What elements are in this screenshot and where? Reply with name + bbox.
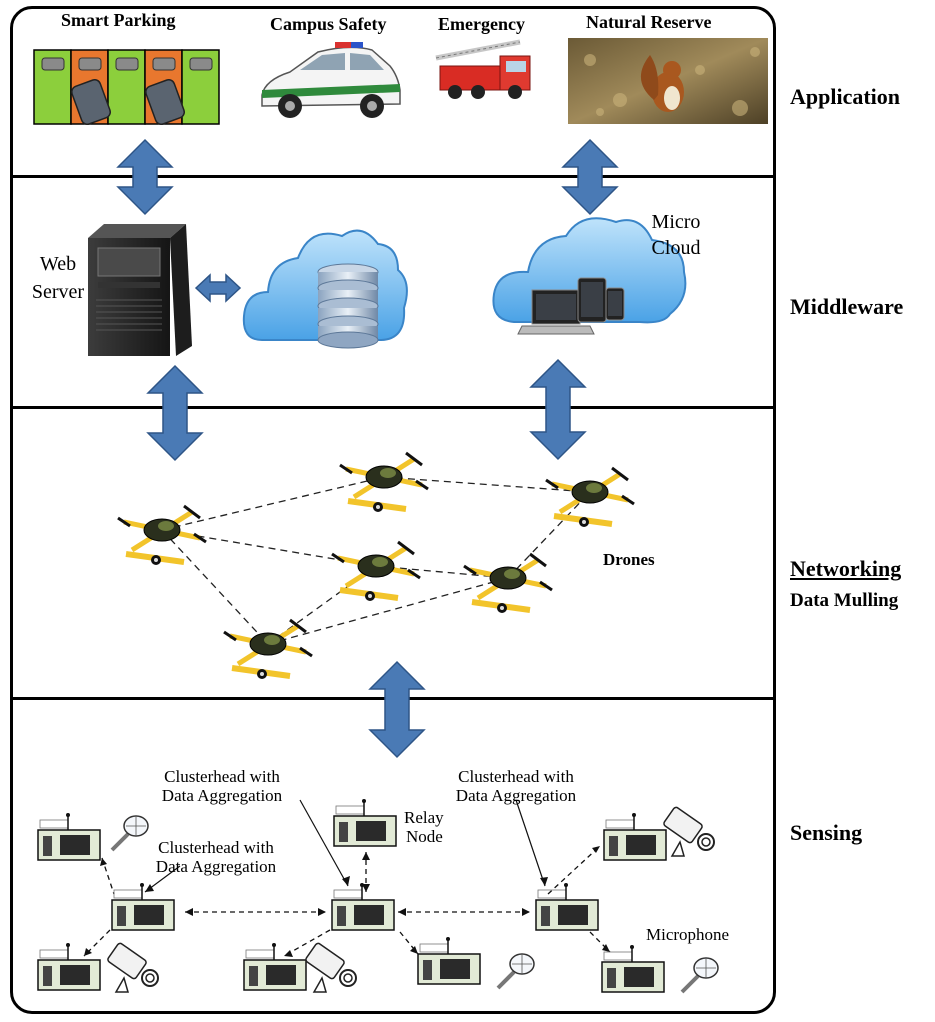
sensor-node-10 xyxy=(601,944,665,993)
app-mid-arrow-right xyxy=(561,138,619,216)
sensor-node-9 xyxy=(417,936,481,985)
police-car-image xyxy=(261,42,401,118)
drone-3 xyxy=(546,468,634,527)
web-server-image xyxy=(88,224,192,356)
natural-reserve-image xyxy=(568,38,768,124)
clusterhead-3-line1: Clusterhead with xyxy=(158,838,274,857)
cloud-database-image xyxy=(242,229,408,349)
microphone-label: Microphone xyxy=(646,925,730,944)
layer-label-middleware: Middleware xyxy=(790,294,904,319)
clusterhead-3-line2: Data Aggregation xyxy=(155,857,277,876)
camera-icon xyxy=(663,806,715,857)
sensor-node-2 xyxy=(111,882,175,931)
smart-parking-title: Smart Parking xyxy=(61,10,176,30)
drones-label: Drones xyxy=(603,550,655,569)
layer-label-sensing: Sensing xyxy=(790,820,863,845)
sensor-node-8 xyxy=(243,942,307,991)
clusterhead-2-line2: Data Aggregation xyxy=(455,786,577,805)
clusterhead-1-line1: Clusterhead with xyxy=(164,767,280,786)
sensor-node-1 xyxy=(37,813,101,861)
micro-label: Micro xyxy=(651,211,701,233)
drone-4 xyxy=(332,542,420,601)
microphone-icon-3 xyxy=(680,956,720,994)
relay-label: Relay xyxy=(404,808,444,827)
drone-6 xyxy=(224,620,312,679)
clusterhead-1-line2: Data Aggregation xyxy=(161,786,283,805)
sensor-node-relay xyxy=(333,798,397,847)
layer-divider-middleware xyxy=(10,406,776,409)
sensor-node-5 xyxy=(535,882,599,931)
clusterhead-2-line1: Clusterhead with xyxy=(458,767,574,786)
layer-label-application: Application xyxy=(790,84,901,109)
campus-safety-title: Campus Safety xyxy=(270,14,387,34)
emergency-title: Emergency xyxy=(438,14,525,34)
drone-5 xyxy=(464,554,552,613)
diagram-frame xyxy=(10,6,776,1014)
mid-net-arrow-left xyxy=(146,364,204,462)
server-label: Server xyxy=(31,281,85,303)
camera-icon-3 xyxy=(303,941,357,993)
mid-net-arrow-right xyxy=(529,358,587,461)
net-sense-arrow xyxy=(368,660,426,759)
fire-truck-image xyxy=(435,39,531,99)
drone-2 xyxy=(340,453,428,512)
layer-label-data-mulling: Data Mulling xyxy=(790,590,899,611)
node-label: Node xyxy=(406,827,443,846)
sensor-node-4 xyxy=(331,882,395,931)
server-cloud-arrow xyxy=(194,273,242,303)
cloud-label: Cloud xyxy=(651,237,701,259)
natural-reserve-title: Natural Reserve xyxy=(586,12,712,32)
micro-cloud-image xyxy=(492,217,687,335)
sensor-node-6 xyxy=(603,812,667,861)
microphone-icon-2 xyxy=(496,952,536,990)
camera-icon-2 xyxy=(105,941,159,993)
app-mid-arrow-left xyxy=(116,138,174,216)
microphone-icon xyxy=(110,815,149,852)
smart-parking-image xyxy=(33,49,220,125)
layer-divider-application xyxy=(10,175,776,178)
layer-label-networking: Networking xyxy=(790,556,902,581)
drone-1 xyxy=(117,504,207,565)
web-label: Web xyxy=(39,253,77,275)
